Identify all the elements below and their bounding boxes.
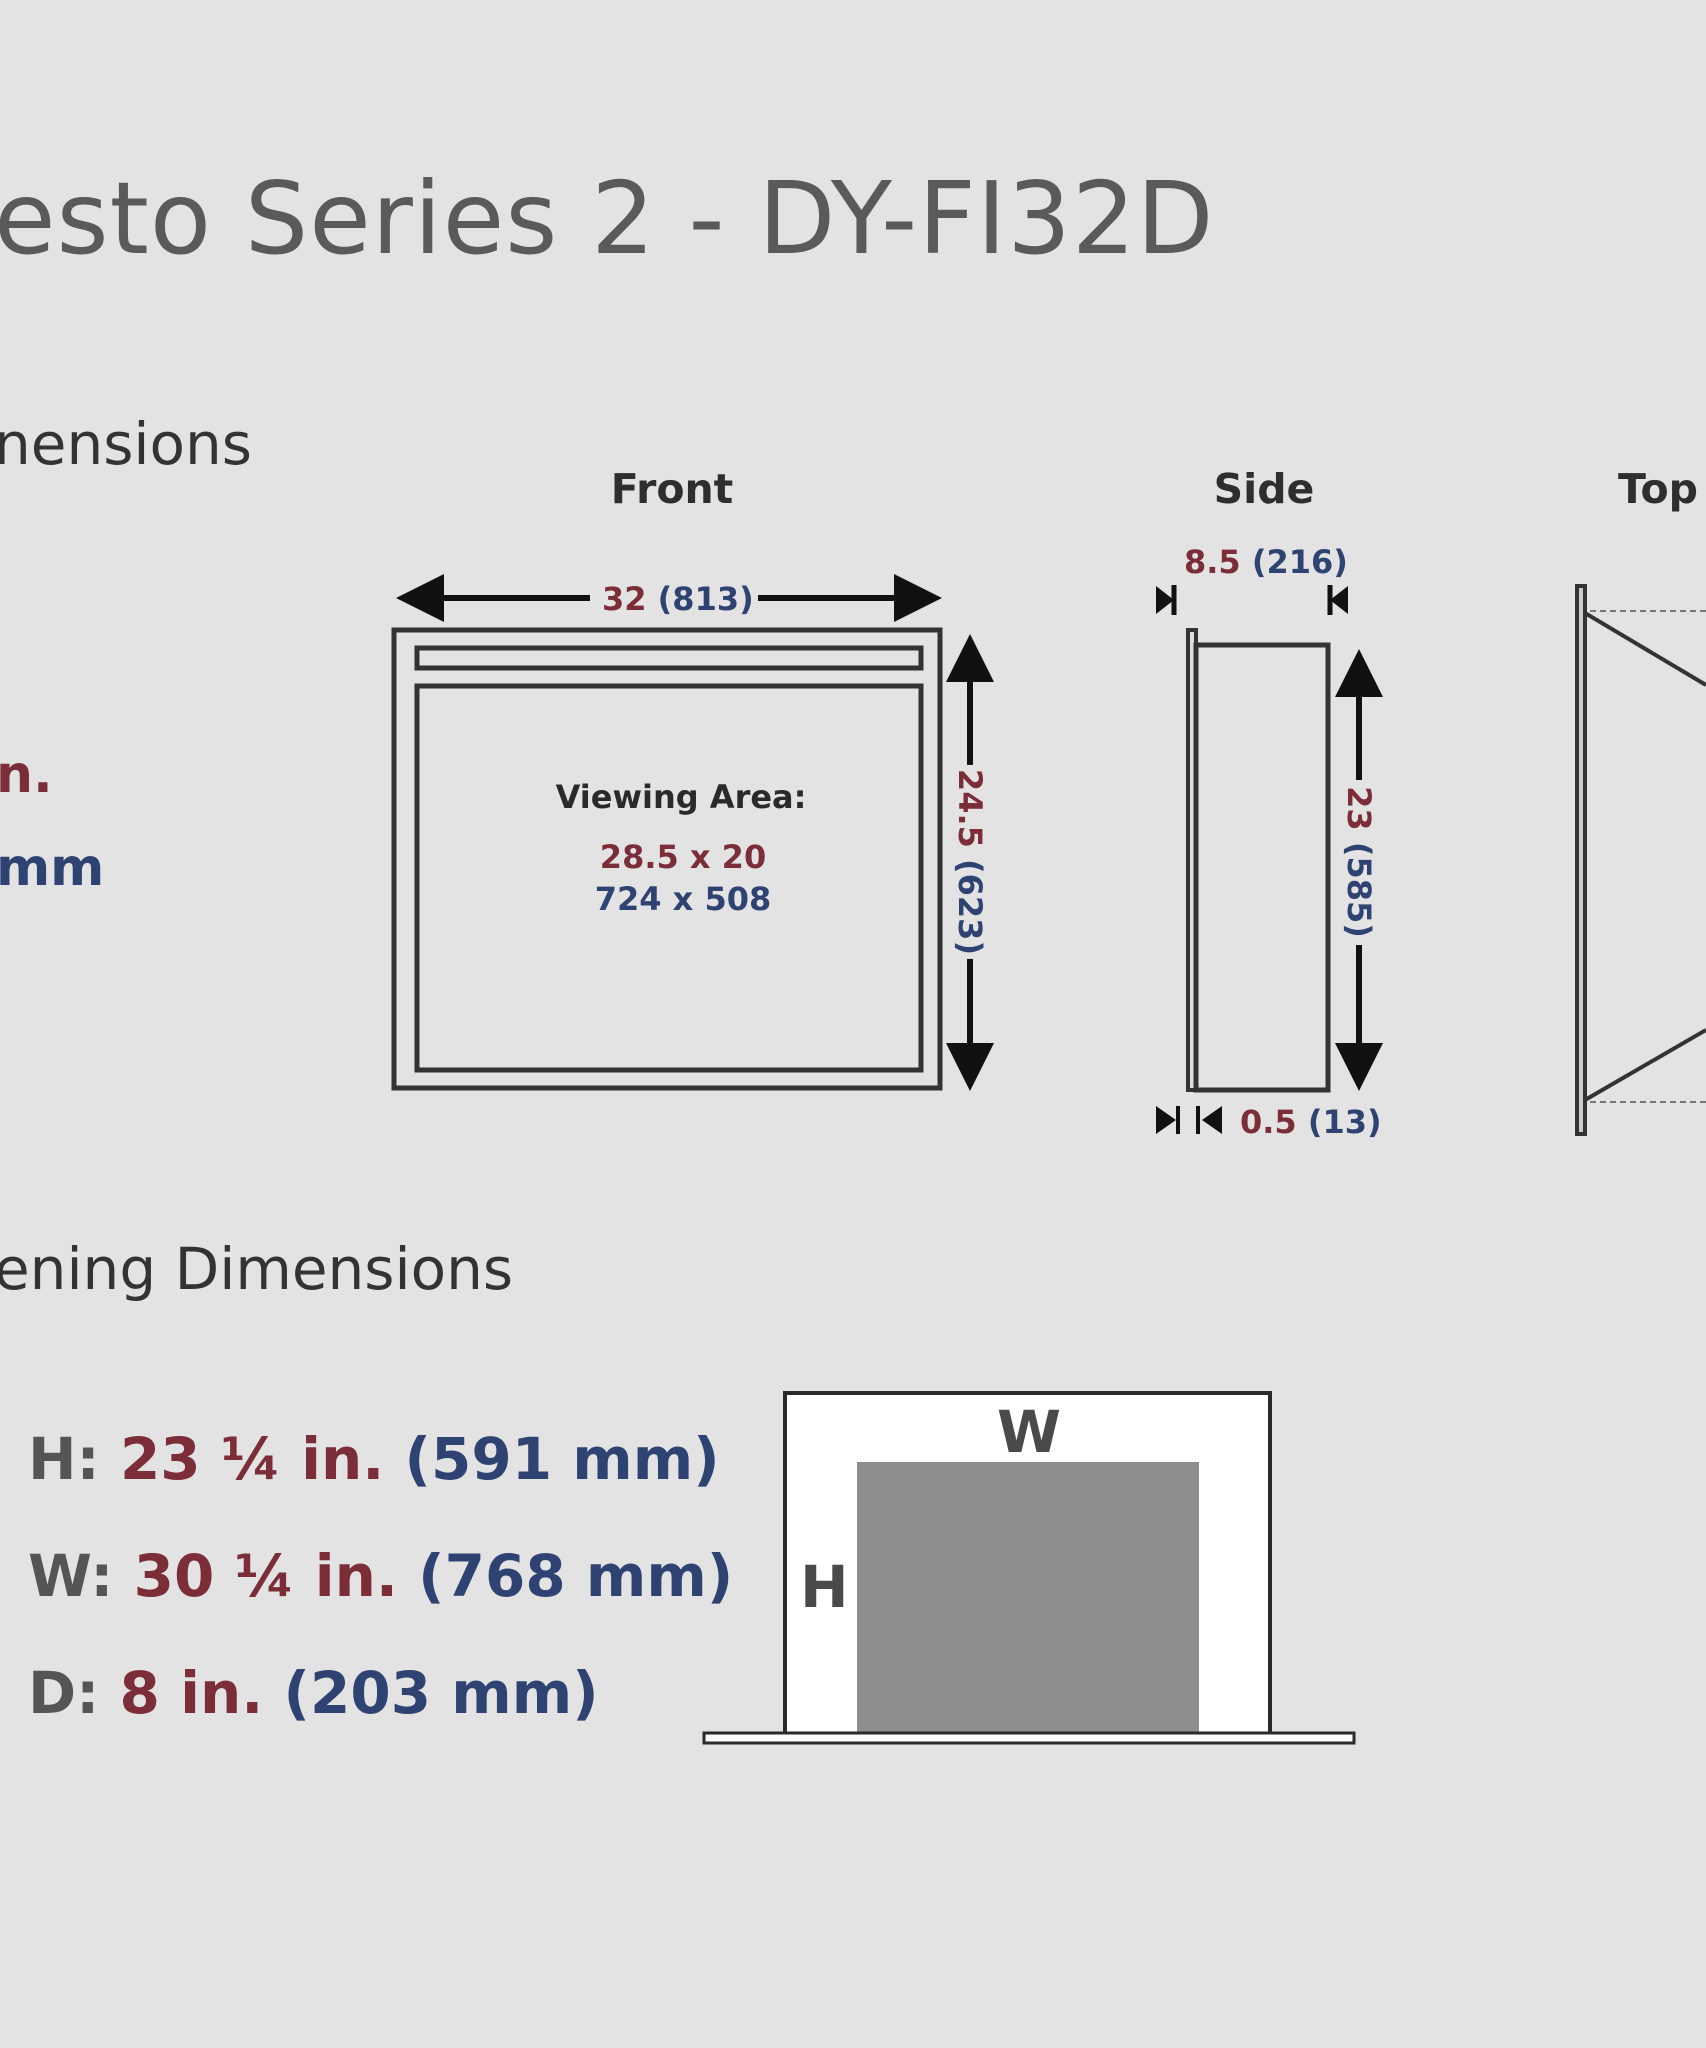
unit-dimensions-heading: nensions: [0, 410, 252, 478]
side-trim-label: 0.5 (13): [1240, 1103, 1382, 1141]
viewing-area-mm: 724 x 508: [594, 880, 772, 918]
front-view-label: Front: [610, 465, 734, 513]
opening-w-letter: W: [997, 1398, 1061, 1466]
opening-width-row: W: 30 ¼ in. (768 mm): [28, 1542, 734, 1610]
opening-h-letter: H: [800, 1553, 849, 1621]
side-view-label: Side: [1213, 465, 1315, 513]
inches-fragment: n.: [0, 745, 53, 805]
mm-fragment: mm: [0, 838, 105, 898]
side-view-drawing: [1156, 585, 1383, 1134]
front-width-label: 32 (813): [598, 580, 758, 618]
top-view-label: Top: [1617, 465, 1699, 513]
front-height-label: 24.5 (623): [951, 764, 989, 960]
viewing-area-label: Viewing Area:: [555, 778, 807, 816]
page-title: esto Series 2 - DY-FI32D: [0, 160, 1215, 277]
top-view-drawing: [1575, 584, 1706, 1136]
opening-height-row: H: 23 ¼ in. (591 mm): [28, 1425, 720, 1493]
viewing-area-inches: 28.5 x 20: [599, 838, 767, 876]
side-height-label: 23 (585): [1340, 782, 1378, 942]
front-view-drawing: [391, 574, 994, 1091]
side-depth-label: 8.5 (216): [1184, 543, 1348, 581]
opening-depth-row: D: 8 in. (203 mm): [28, 1659, 599, 1727]
opening-diagram: [702, 1391, 1356, 1745]
opening-dimensions-heading: ening Dimensions: [0, 1235, 514, 1303]
